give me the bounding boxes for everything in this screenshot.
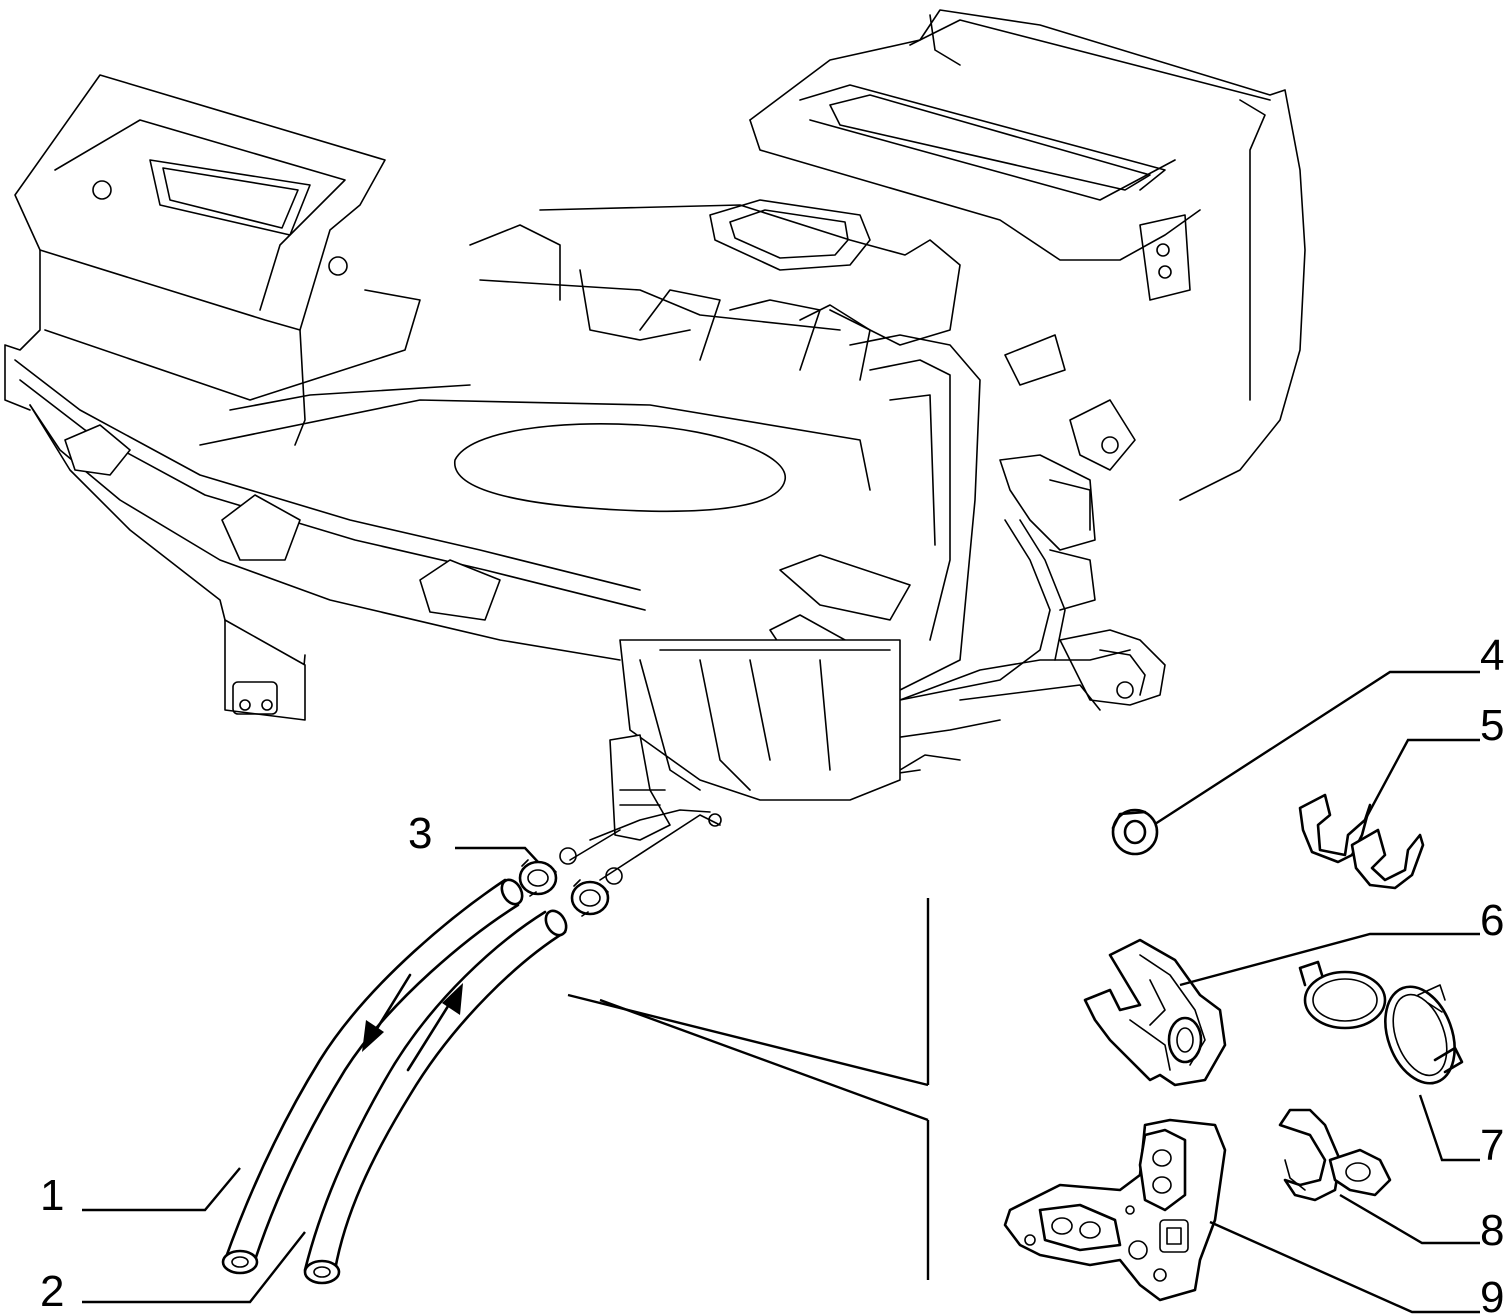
group-separator	[567, 898, 930, 1280]
callout-4: 4	[1480, 631, 1504, 680]
flow-arrow-down	[362, 973, 412, 1052]
hose-2	[303, 909, 568, 1285]
band-clamp-part-7	[1298, 960, 1464, 1085]
callout-8: 8	[1480, 1206, 1504, 1255]
callout-2: 2	[40, 1267, 64, 1316]
heater-unit-housing	[4, 9, 1306, 885]
bracket-part-6	[1083, 938, 1227, 1087]
callout-5: 5	[1480, 701, 1504, 750]
mounting-plate-part-9	[1003, 1118, 1227, 1302]
grommet-part-4	[1111, 808, 1159, 856]
double-clip-part-5	[1298, 793, 1425, 890]
callout-9: 9	[1480, 1273, 1504, 1316]
leader-lines	[82, 670, 1480, 1314]
hose-1	[221, 878, 524, 1275]
callout-3: 3	[408, 809, 432, 858]
hose-clip-part-8	[1278, 1108, 1392, 1202]
callout-6: 6	[1480, 896, 1504, 945]
callout-7: 7	[1480, 1121, 1504, 1170]
hose-clamps	[518, 859, 610, 917]
flow-arrow-up	[406, 983, 463, 1072]
callout-1: 1	[40, 1171, 64, 1220]
